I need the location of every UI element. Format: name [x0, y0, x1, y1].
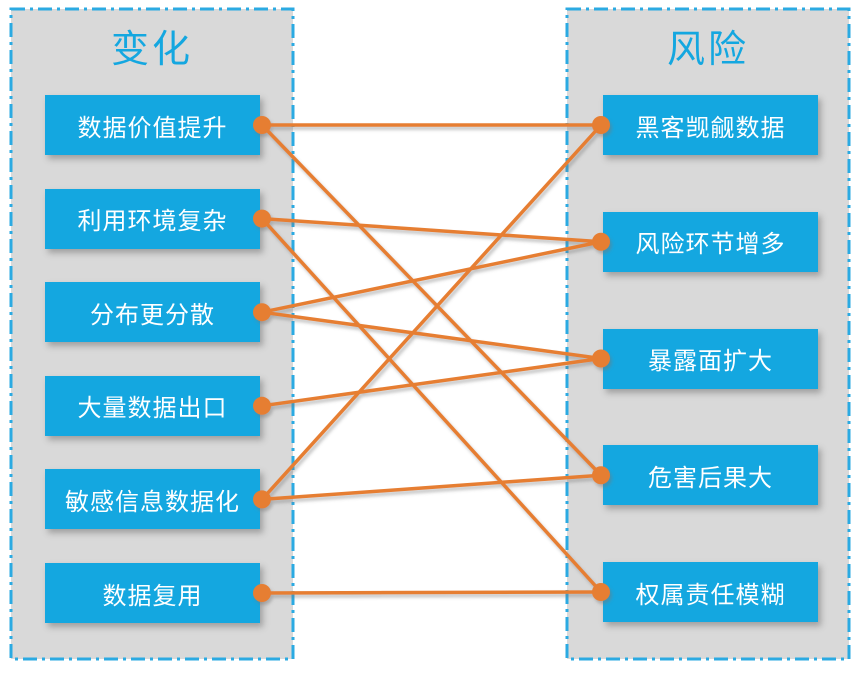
right-item-0: 黑客觊觎数据: [603, 95, 818, 155]
left-item-4: 敏感信息数据化: [45, 469, 260, 530]
right-item-1: 风险环节增多: [603, 211, 818, 272]
left-item-5: 数据复用: [45, 563, 260, 623]
left-item-3: 大量数据出口: [45, 375, 260, 436]
left-item-0: 数据价值提升: [45, 95, 260, 155]
right-item-4: 权属责任模糊: [603, 562, 818, 622]
right-item-3: 危害后果大: [603, 445, 818, 506]
left-column-title: 变化: [110, 29, 193, 71]
left-item-2: 分布更分散: [45, 282, 260, 343]
right-column-title: 风险: [666, 29, 749, 71]
right-item-2: 暴露面扩大: [603, 328, 818, 389]
left-item-1: 利用环境复杂: [45, 188, 260, 249]
